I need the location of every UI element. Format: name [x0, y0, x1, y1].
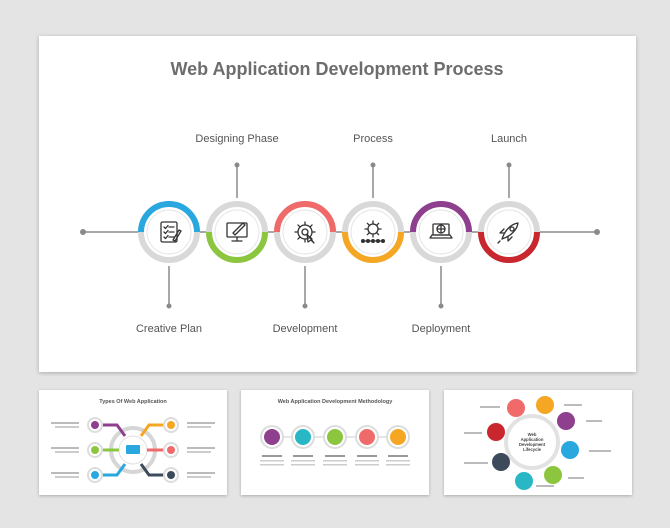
step-label: Process — [353, 133, 393, 145]
thumbnail-cycle-ring — [504, 414, 560, 470]
process-diagram: Web Application Development Process Crea… — [80, 59, 600, 335]
step-connector-dot — [302, 303, 308, 309]
thumbnail-2-graphic: Web Application Development Methodology — [260, 399, 410, 466]
process-step-4: Process — [342, 133, 404, 263]
thumbnail-hub-icon — [126, 445, 140, 454]
thumbnail-center-line-3: Development — [519, 442, 546, 447]
monitor-pen-icon — [226, 222, 248, 242]
gear-cursor-icon — [294, 221, 316, 244]
process-step-3: Development — [273, 201, 338, 335]
step-connector-dot — [234, 162, 240, 168]
thumbnail-methodology-nodes — [260, 425, 410, 466]
thumbnail-left-nodes — [51, 417, 127, 483]
rocket-icon — [497, 222, 519, 244]
step-ring-accent — [206, 231, 268, 263]
step-ring-accent — [274, 201, 336, 233]
thumbnail-types-of-web-application[interactable]: Types Of Web Application — [39, 390, 227, 495]
thumbnail-right-nodes — [139, 417, 215, 483]
step-inner-circle — [486, 209, 532, 255]
thumbnail-1-graphic: Types Of Web Application — [51, 399, 215, 483]
step-label: Development — [273, 323, 338, 335]
step-connector-dot — [166, 303, 172, 309]
thumbnail-web-application-development-lifecycle[interactable]: Web Application Development Lifecycle — [444, 390, 632, 495]
gear-network-icon — [360, 220, 386, 244]
step-ring-accent — [138, 201, 200, 233]
timeline-start-dot — [80, 229, 86, 235]
thumbnail-cycle-center — [511, 421, 553, 463]
step-label: Launch — [491, 133, 527, 145]
process-step-6: Launch — [478, 133, 540, 263]
process-step-5: Deployment — [410, 201, 472, 335]
step-connector-dot — [370, 162, 376, 168]
step-ring-accent — [342, 231, 404, 263]
main-slide: Web Application Development Process Crea… — [39, 36, 636, 372]
timeline-end-dot — [594, 229, 600, 235]
step-connector-dot — [438, 303, 444, 309]
step-label: Creative Plan — [136, 323, 202, 335]
step-connector-dot — [506, 162, 512, 168]
thumbnail-title: Web Application Development Methodology — [278, 399, 394, 405]
step-label: Deployment — [412, 323, 471, 335]
slide-title: Web Application Development Process — [170, 59, 503, 79]
step-inner-circle — [350, 209, 396, 255]
thumbnail-3-graphic: Web Application Development Lifecycle — [464, 396, 611, 490]
step-inner-circle — [282, 209, 328, 255]
step-inner-circle — [214, 209, 260, 255]
process-step-1: Creative Plan — [136, 201, 202, 335]
process-step-2: Designing Phase — [195, 133, 279, 263]
thumbnail-center-line-2: Application — [521, 437, 544, 442]
checklist-icon — [160, 221, 182, 243]
thumbnail-center-line-1: Web — [528, 432, 537, 437]
laptop-globe-icon — [429, 223, 453, 239]
step-ring-accent — [410, 201, 472, 233]
step-ring-accent — [478, 231, 540, 263]
step-label: Designing Phase — [195, 133, 278, 145]
thumbnail-title: Types Of Web Application — [99, 399, 167, 405]
thumbnail-web-application-development-methodology[interactable]: Web Application Development Methodology — [241, 390, 429, 495]
thumbnail-cycle-nodes — [464, 396, 611, 490]
thumbnail-center-line-4: Lifecycle — [523, 447, 542, 452]
